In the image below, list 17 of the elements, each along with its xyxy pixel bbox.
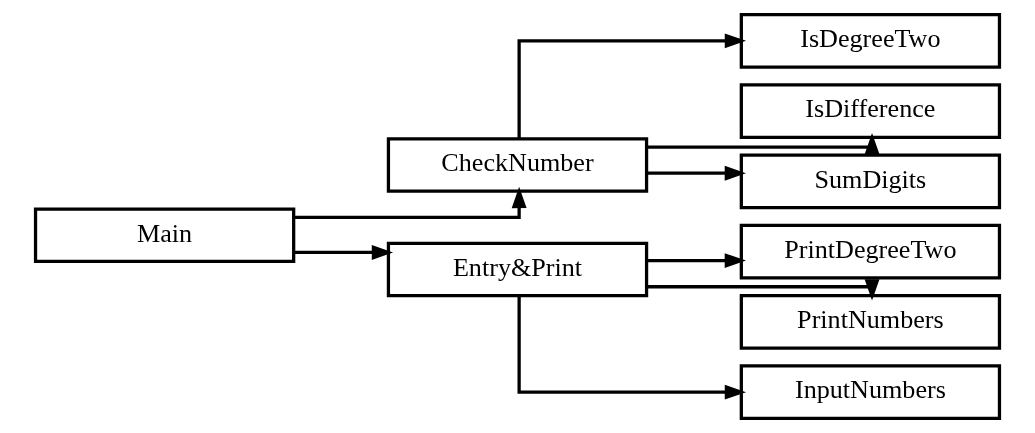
arrow (646, 165, 746, 181)
arrow (517, 296, 747, 400)
arrow (646, 253, 746, 269)
node-box: IsDegreeTwo (739, 13, 1002, 69)
node-box: Entry&Print (386, 241, 649, 298)
node-box: CheckNumber (386, 137, 649, 193)
arrow (294, 245, 394, 260)
node-box: SumDigits (739, 153, 1002, 210)
arrow (647, 279, 880, 301)
arrow (294, 186, 527, 219)
node-box: Main (33, 207, 296, 264)
arrow (517, 33, 747, 139)
arrow (647, 133, 880, 155)
node-box: PrintNumbers (739, 294, 1002, 350)
node-box: PrintDegreeTwo (739, 223, 1002, 280)
node-box: InputNumbers (739, 364, 1002, 420)
node-box: IsDifference (739, 83, 1002, 139)
